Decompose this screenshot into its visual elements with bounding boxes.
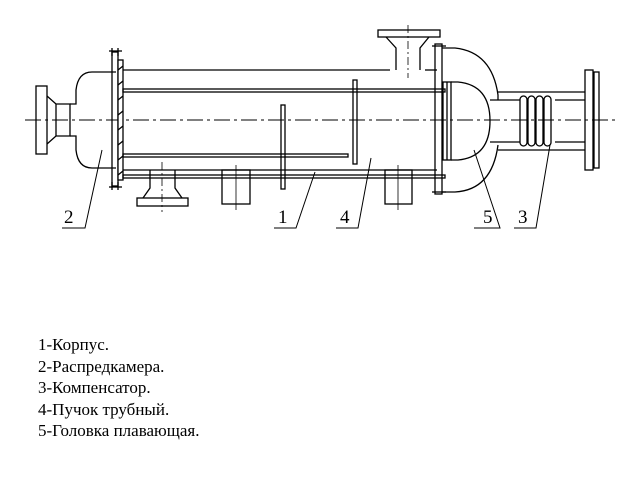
heat-exchanger-drawing: 2 1 4 5 3 [25, 25, 618, 229]
legend-item: 3-Компенсатор. [38, 378, 151, 397]
tube-bundle [122, 79, 446, 190]
parts-legend: 1-Корпус. 2-Распредкамера. 3-Компенсатор… [38, 334, 199, 442]
callout-5: 5 [483, 207, 493, 228]
distribution-chamber [35, 71, 116, 169]
legend-item: 4-Пучок трубный. [38, 399, 170, 419]
callout-2: 2 [64, 207, 74, 228]
callout-3: 3 [518, 207, 528, 228]
legend-item: 2-Распредкамера. [38, 356, 165, 376]
tube-sheet [109, 48, 124, 190]
compensator [490, 69, 600, 171]
callout-4: 4 [340, 207, 350, 228]
legend-item: 1-Корпус. [38, 335, 110, 354]
leader-lines [62, 144, 551, 229]
floating-head [442, 47, 499, 193]
callout-1: 1 [278, 207, 288, 228]
legend-item: 5-Головка плавающая. [38, 421, 200, 440]
